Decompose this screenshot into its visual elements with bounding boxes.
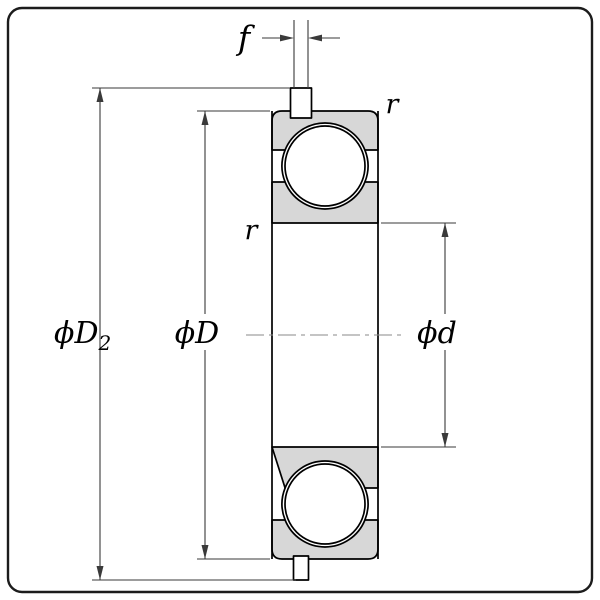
dim-D	[197, 110, 270, 560]
dim-d	[381, 222, 456, 448]
dimension-arrowheads	[96, 34, 449, 580]
raceway-arc-lower-right	[364, 487, 369, 521]
raceway-arc-upper-left	[281, 149, 286, 183]
label-phi-D2: ϕD2	[54, 316, 111, 355]
label-r-top: r	[386, 89, 401, 120]
inner-ring-lower-section	[271, 446, 379, 489]
arrow-D2-bottom	[96, 566, 104, 580]
raceway-arc-lower-left	[281, 487, 286, 521]
snap-ring-lower	[292, 555, 310, 581]
label-phi-D: ϕD	[175, 316, 220, 351]
frame-border	[6, 6, 594, 594]
dimension-lines	[92, 20, 456, 581]
dim-D2	[92, 87, 296, 581]
ball-upper	[284, 125, 366, 207]
ball-lower	[284, 463, 366, 545]
arrow-D-bottom	[201, 545, 209, 559]
label-phi-D2-main: ϕD	[54, 316, 99, 351]
label-phi-d: ϕd	[417, 316, 457, 351]
label-phi-D2-sub: 2	[98, 331, 112, 355]
arrow-D2-top	[96, 88, 104, 102]
dim-f	[262, 20, 340, 88]
label-r-side: r	[245, 215, 260, 246]
arrow-d-bottom	[441, 433, 449, 447]
label-f: f	[235, 18, 256, 57]
snap-ring-upper	[289, 87, 313, 119]
dimension-labels: f r r ϕD2 ϕD ϕd	[54, 18, 457, 355]
arrow-D-top	[201, 111, 209, 125]
arrow-d-top	[441, 223, 449, 237]
raceway-arc-upper-right	[364, 149, 369, 183]
arrow-f-left	[280, 34, 294, 42]
bearing-cross-section	[271, 87, 379, 581]
arrow-f-right	[308, 34, 322, 42]
inner-ring-upper-section	[271, 181, 379, 224]
